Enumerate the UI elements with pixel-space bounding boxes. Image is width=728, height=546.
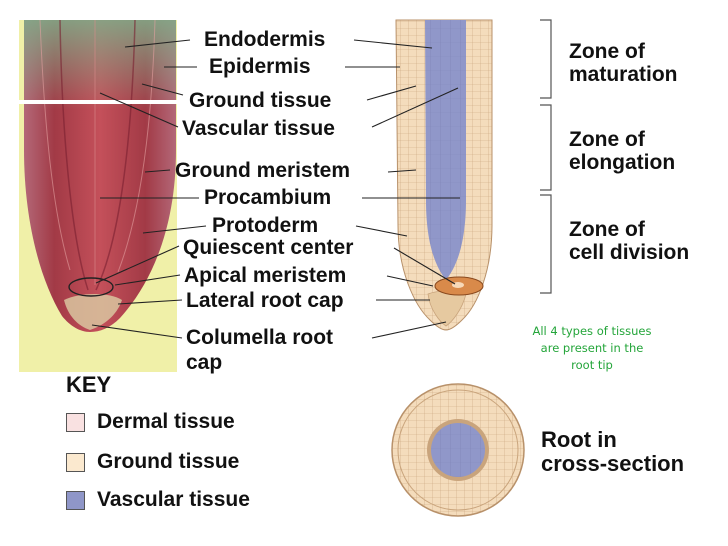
micrograph-root-cap: [64, 294, 122, 330]
label-endodermis: Endodermis: [204, 28, 326, 51]
key-swatch-vascular: [66, 490, 85, 510]
root-illustration: [395, 19, 493, 331]
cross-section-label: Root in cross-section: [541, 428, 684, 476]
key-title: KEY: [66, 372, 112, 397]
key-label-vascular: Vascular tissue: [97, 488, 250, 511]
key-label-dermal: Dermal tissue: [97, 410, 235, 433]
tissue-note-line1: All 4 types of tissues: [532, 324, 652, 338]
label-columella-line2: cap: [186, 351, 223, 374]
zone-maturation-line2: maturation: [569, 63, 678, 86]
key-item-vascular: Vascular tissue: [66, 488, 250, 512]
tissue-note: All 4 types of tissues are present in th…: [505, 323, 679, 374]
label-epidermis: Epidermis: [209, 55, 311, 78]
tissue-note-line2: are present in the: [540, 341, 644, 355]
label-ground-tissue: Ground tissue: [189, 89, 332, 112]
key-item-ground: Ground tissue: [66, 450, 239, 474]
zone-elongation-label: Zone of elongation: [569, 128, 675, 174]
key-item-dermal: Dermal tissue: [66, 410, 235, 434]
key-swatch-dermal: [66, 412, 85, 432]
cross-section-line1: Root in: [541, 427, 617, 452]
cross-section-vascular: [431, 423, 485, 477]
zone-division-line1: Zone of: [569, 218, 645, 241]
zone-elongation-line1: Zone of: [569, 128, 645, 151]
leader-lines: [91, 39, 460, 339]
label-ground-meristem: Ground meristem: [175, 159, 351, 182]
label-procambium: Procambium: [204, 186, 332, 209]
label-quiescent-center: Quiescent center: [183, 236, 354, 259]
bracket-maturation: [540, 19, 552, 99]
cross-section-diagram: [391, 383, 525, 517]
tissue-note-line3: root tip: [571, 358, 613, 372]
zone-maturation-label: Zone of maturation: [569, 40, 678, 86]
key-label-ground: Ground tissue: [97, 450, 240, 473]
zone-elongation-line2: elongation: [569, 151, 676, 174]
root-vascular-cylinder: [425, 20, 466, 280]
key-swatch-ground: [66, 452, 85, 472]
label-lateral-root-cap: Lateral root cap: [186, 289, 344, 312]
zone-maturation-line1: Zone of: [569, 40, 645, 63]
cross-section-line2: cross-section: [541, 451, 685, 476]
bracket-elongation: [540, 104, 552, 191]
micrograph: [19, 19, 177, 372]
bracket-division: [540, 194, 552, 294]
label-protoderm: Protoderm: [212, 214, 319, 237]
label-vascular-tissue: Vascular tissue: [182, 117, 335, 140]
label-columella-line1: Columella root: [186, 326, 334, 349]
zone-division-line2: cell division: [569, 241, 690, 264]
zone-brackets: [540, 19, 552, 294]
label-apical-meristem: Apical meristem: [184, 264, 347, 287]
micrograph-apical-meristem: [68, 277, 114, 297]
zone-division-label: Zone of cell division: [569, 218, 689, 264]
